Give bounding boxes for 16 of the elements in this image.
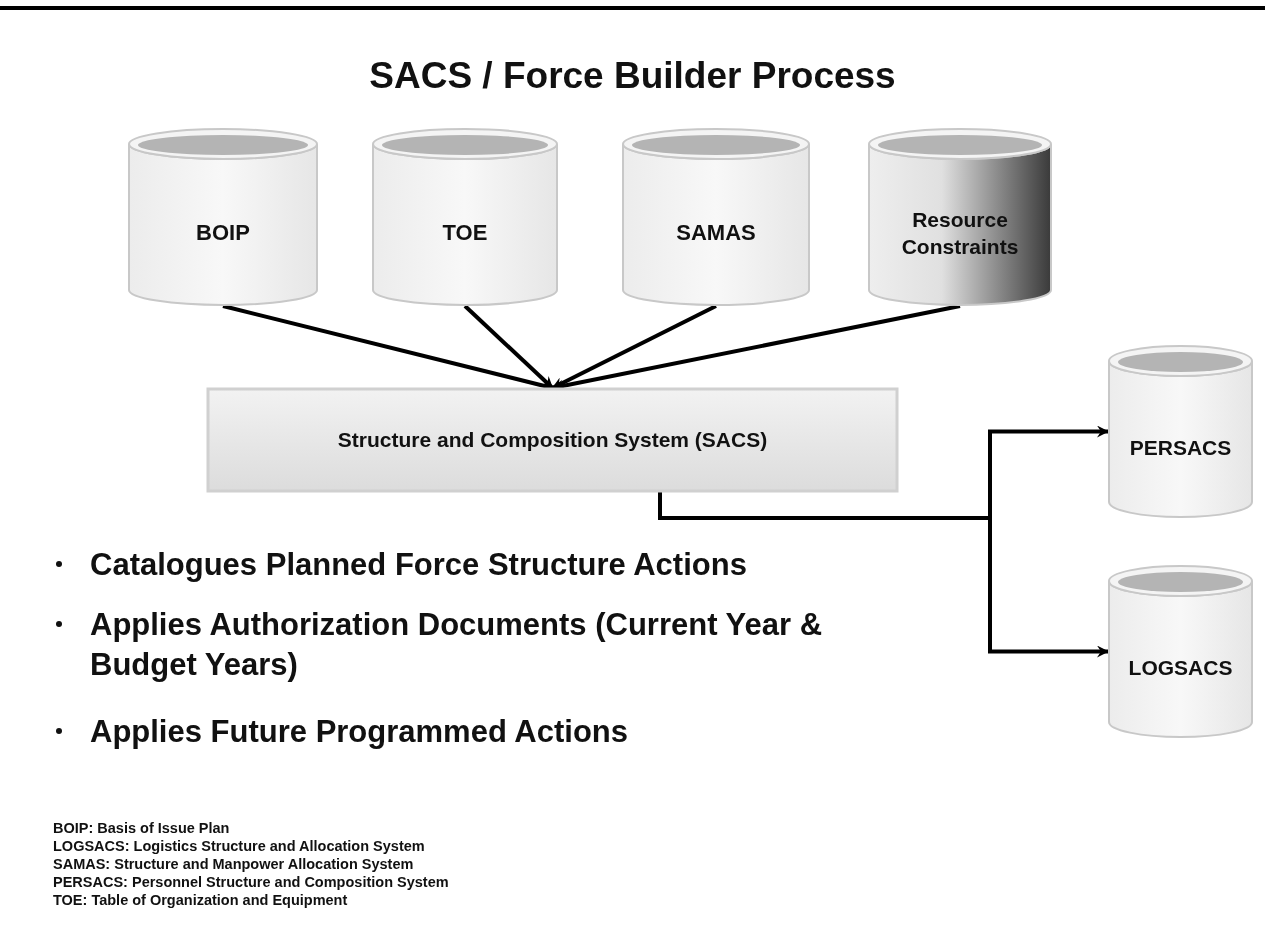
node-label: PERSACS	[1129, 434, 1232, 461]
glossary-line: SAMAS: Structure and Manpower Allocation System	[53, 856, 415, 874]
node-label: SAMAS	[676, 218, 756, 247]
glossary-line: BOIP: Basis of Issue Plan	[53, 820, 231, 838]
glossary-line: PERSACS: Personnel Structure and Composition System	[53, 874, 450, 892]
node-label: BOIP	[196, 218, 250, 247]
title: SACS / Force Builder Process	[368, 55, 897, 97]
node-label: Structure and Composition System (SACS)	[337, 427, 768, 454]
bullet-text: Applies Authorization Documents (Current Year & Budget Years)	[90, 606, 824, 685]
glossary-line: LOGSACS: Logistics Structure and Allocation System	[53, 838, 426, 856]
bullet-text: Catalogues Planned Force Structure Actions	[90, 546, 748, 584]
glossary-line: TOE: Table of Organization and Equipment	[53, 892, 349, 910]
bullet-text: Applies Future Programmed Actions	[90, 713, 629, 751]
node-label: Resource Constraints	[900, 206, 1020, 260]
node-label: TOE	[442, 218, 488, 247]
node-label: LOGSACS	[1128, 654, 1233, 681]
